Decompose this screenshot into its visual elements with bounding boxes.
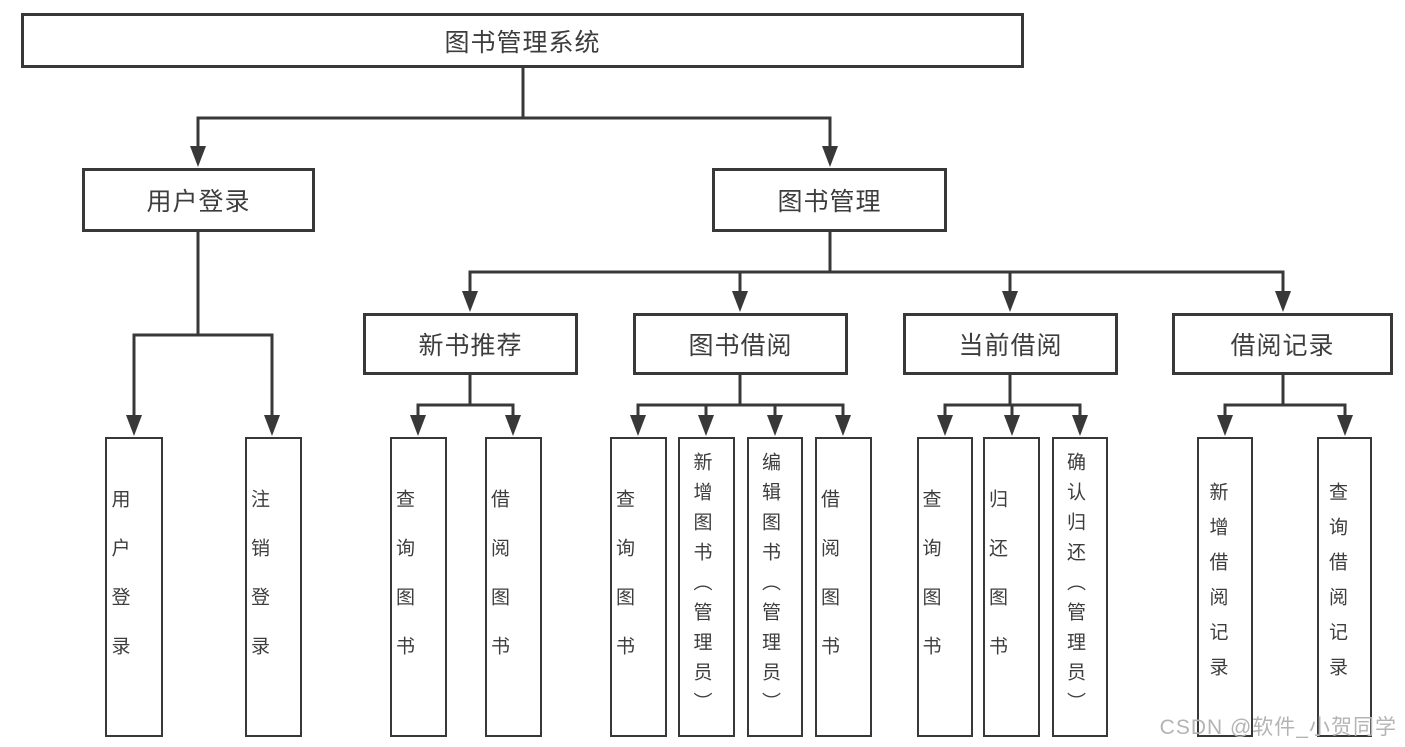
node-leaf-borrow-book-1: 借阅图书 (485, 437, 542, 737)
node-book-borrow: 图书借阅 (633, 313, 848, 375)
node-leaf-return-book: 归还图书 (983, 437, 1040, 737)
node-borrow-records: 借阅记录 (1172, 313, 1393, 375)
node-leaf-query-book-2: 查询图书 (610, 437, 667, 737)
node-leaf-borrow-book-2: 借阅图书 (815, 437, 872, 737)
leaf-label: 借阅图书 (818, 489, 839, 685)
node-new-book-recommend: 新书推荐 (363, 313, 578, 375)
watermark: CSDN @软件_小贺同学 (1159, 716, 1397, 739)
leaf-label: 查询图书 (613, 489, 634, 685)
node-leaf-query-book-3: 查询图书 (917, 437, 973, 737)
leaf-label: 查询图书 (393, 489, 414, 685)
leaf-label: 归还图书 (986, 489, 1007, 685)
node-current-borrow: 当前借阅 (903, 313, 1118, 375)
node-leaf-query-book-1: 查询图书 (390, 437, 447, 737)
leaf-label: 新增借阅记录 (1206, 482, 1228, 692)
leaf-label: 编辑图书（管理员） (759, 452, 780, 722)
node-leaf-user-login: 用户登录 (105, 437, 163, 737)
node-leaf-confirm-return: 确认归还（管理员） (1052, 437, 1108, 737)
leaf-label: 查询借阅记录 (1326, 482, 1347, 692)
node-root: 图书管理系统 (21, 13, 1024, 68)
node-book-management: 图书管理 (712, 168, 947, 232)
leaf-label: 注销登录 (248, 489, 269, 685)
arrowheads (126, 146, 1353, 436)
node-user-login: 用户登录 (82, 168, 315, 232)
node-leaf-query-borrow-record: 查询借阅记录 (1317, 437, 1372, 737)
leaf-label: 用户登录 (108, 489, 130, 685)
node-leaf-logout: 注销登录 (245, 437, 302, 737)
leaf-label: 查询图书 (919, 489, 941, 685)
node-leaf-add-book: 新增图书（管理员） (678, 437, 735, 737)
node-leaf-add-borrow-record: 新增借阅记录 (1197, 437, 1253, 737)
node-leaf-edit-book: 编辑图书（管理员） (747, 437, 803, 737)
leaf-label: 借阅图书 (488, 489, 509, 685)
leaf-label: 确认归还（管理员） (1064, 452, 1085, 722)
leaf-label: 新增图书（管理员） (690, 452, 712, 722)
